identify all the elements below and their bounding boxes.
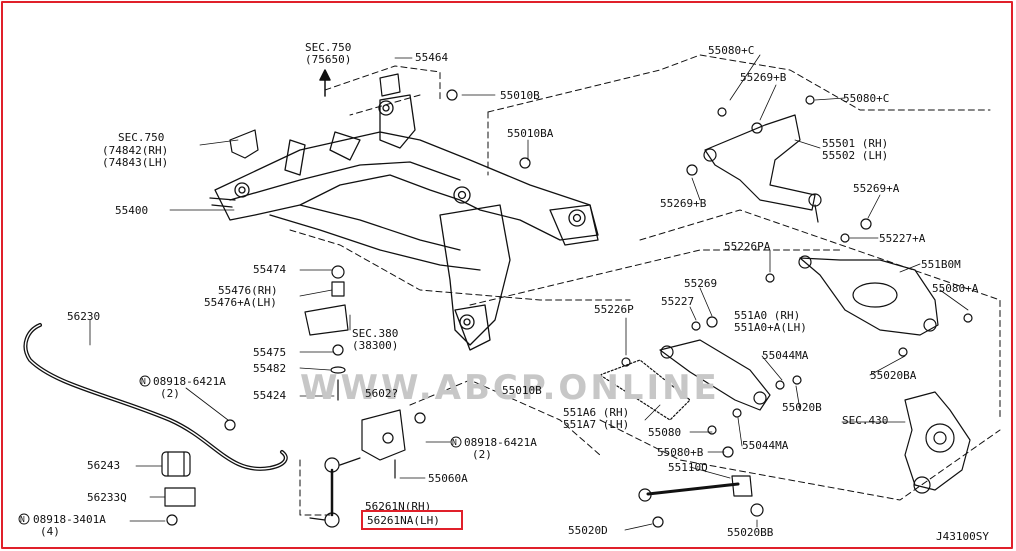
label-55080b[interactable]: 55080+B	[657, 446, 704, 459]
label-56261n-rh[interactable]: 56261N(RH)	[365, 500, 432, 513]
label-55269[interactable]: 55269	[684, 277, 718, 290]
rear-crossmember	[209, 94, 599, 351]
label-55020ba[interactable]: 55020BA	[870, 369, 917, 382]
label-55110q[interactable]: 55110Q	[668, 461, 708, 474]
leader-lines	[89, 54, 969, 531]
label-55080[interactable]: 55080	[648, 426, 682, 439]
watermark: WWW.ABCP.ONLINE	[300, 368, 720, 408]
label-55044ma-1[interactable]: 55044MA	[762, 349, 809, 362]
label-55501-rh[interactable]: 55501 (RH)	[822, 137, 889, 150]
label-55474[interactable]: 55474	[253, 263, 287, 276]
label-56230[interactable]: 56230	[67, 310, 101, 323]
label-55227[interactable]: 55227	[661, 295, 695, 308]
nut-markers	[18, 375, 462, 525]
label-551a7-lh[interactable]: 551A7 (LH)	[563, 418, 630, 431]
label-55020b[interactable]: 55020B	[782, 401, 822, 414]
label-sec750-left-rh[interactable]: (74842(RH)	[102, 144, 169, 157]
label-55269b-2[interactable]: 55269+B	[660, 197, 707, 210]
label-sec750-left-lh[interactable]: (74843(LH)	[102, 156, 169, 169]
label-551a0a-lh[interactable]: 551A0+A(LH)	[734, 321, 807, 334]
label-56233q[interactable]: 56233Q	[87, 491, 127, 504]
label-n-08918-6421a-2-qty[interactable]: (2)	[472, 448, 492, 461]
label-55080c-1[interactable]: 55080+C	[708, 44, 755, 57]
label-55476-rh[interactable]: 55476(RH)	[218, 284, 278, 297]
mount-bracket-top	[229, 73, 531, 169]
nut-marker-letter-1: N	[141, 377, 146, 386]
label-55482[interactable]: 55482	[253, 362, 287, 375]
label-sec430[interactable]: SEC.430	[842, 414, 889, 427]
drawing-id: J43100SY	[936, 530, 989, 543]
label-5602[interactable]: 5602?	[365, 387, 399, 400]
lower-arm	[765, 218, 973, 357]
reference-dashed-lines	[289, 54, 1001, 516]
label-n-08918-6421a-1[interactable]: 08918-6421A	[153, 375, 226, 388]
label-55424[interactable]: 55424	[253, 389, 287, 402]
label-sec750-top-ref[interactable]: (75650)	[305, 53, 352, 66]
label-sec380[interactable]: SEC.380	[352, 327, 399, 340]
label-55044ma-2[interactable]: 55044MA	[742, 439, 789, 452]
nut-marker-letter-2: N	[452, 438, 457, 447]
label-55269a[interactable]: 55269+A	[853, 182, 900, 195]
label-n-08918-3401a-qty[interactable]: (4)	[40, 525, 60, 538]
label-sec750-left[interactable]: SEC.750	[118, 131, 165, 144]
label-55464[interactable]: 55464	[415, 51, 449, 64]
label-55227a[interactable]: 55227+A	[879, 232, 926, 245]
highlight-box	[361, 510, 463, 530]
label-55226p[interactable]: 55226P	[594, 303, 634, 316]
section-arrow-up	[319, 69, 331, 97]
nut-marker-letter-3: N	[20, 515, 25, 524]
label-n-08918-6421a-2[interactable]: 08918-6421A	[464, 436, 537, 449]
label-55226pa[interactable]: 55226PA	[724, 240, 771, 253]
bracket-551a6	[599, 359, 691, 421]
label-n-08918-3401a[interactable]: 08918-3401A	[33, 513, 106, 526]
label-55020d[interactable]: 55020D	[568, 524, 608, 537]
label-551b0m[interactable]: 551B0M	[921, 258, 961, 271]
label-551a0-rh[interactable]: 551A0 (RH)	[734, 309, 801, 322]
label-55475[interactable]: 55475	[253, 346, 287, 359]
knuckle	[904, 391, 971, 494]
label-55400[interactable]: 55400	[115, 204, 149, 217]
label-55010b[interactable]: 55010B	[500, 89, 540, 102]
stabilizer-bushings	[161, 419, 236, 526]
upper-link-arm	[686, 95, 822, 223]
label-56243[interactable]: 56243	[87, 459, 121, 472]
label-55476-lh[interactable]: 55476+A(LH)	[204, 296, 277, 309]
label-55080a[interactable]: 55080+A	[932, 282, 979, 295]
stabilizer-bar-inner	[24, 324, 287, 470]
label-55010ba[interactable]: 55010BA	[507, 127, 554, 140]
stabilizer-links	[309, 409, 426, 528]
toe-link	[638, 425, 764, 528]
radius-rod	[621, 316, 802, 418]
label-55269b-1[interactable]: 55269+B	[740, 71, 787, 84]
label-56261na-lh[interactable]: 56261NA(LH)	[367, 514, 440, 527]
label-55502-lh[interactable]: 55502 (LH)	[822, 149, 889, 162]
label-55020bb[interactable]: 55020BB	[727, 526, 774, 539]
label-n-08918-6421a-1-qty[interactable]: (2)	[160, 387, 180, 400]
label-55010b-2[interactable]: 55010B	[502, 384, 542, 397]
label-sec750-top[interactable]: SEC.750	[305, 41, 352, 54]
label-551a6-rh[interactable]: 551A6 (RH)	[563, 406, 630, 419]
member-mount-parts	[304, 265, 349, 401]
label-sec380-ref[interactable]: (38300)	[352, 339, 399, 352]
stabilizer-bar	[23, 323, 288, 471]
label-55080c-2[interactable]: 55080+C	[843, 92, 890, 105]
label-55060a[interactable]: 55060A	[428, 472, 468, 485]
